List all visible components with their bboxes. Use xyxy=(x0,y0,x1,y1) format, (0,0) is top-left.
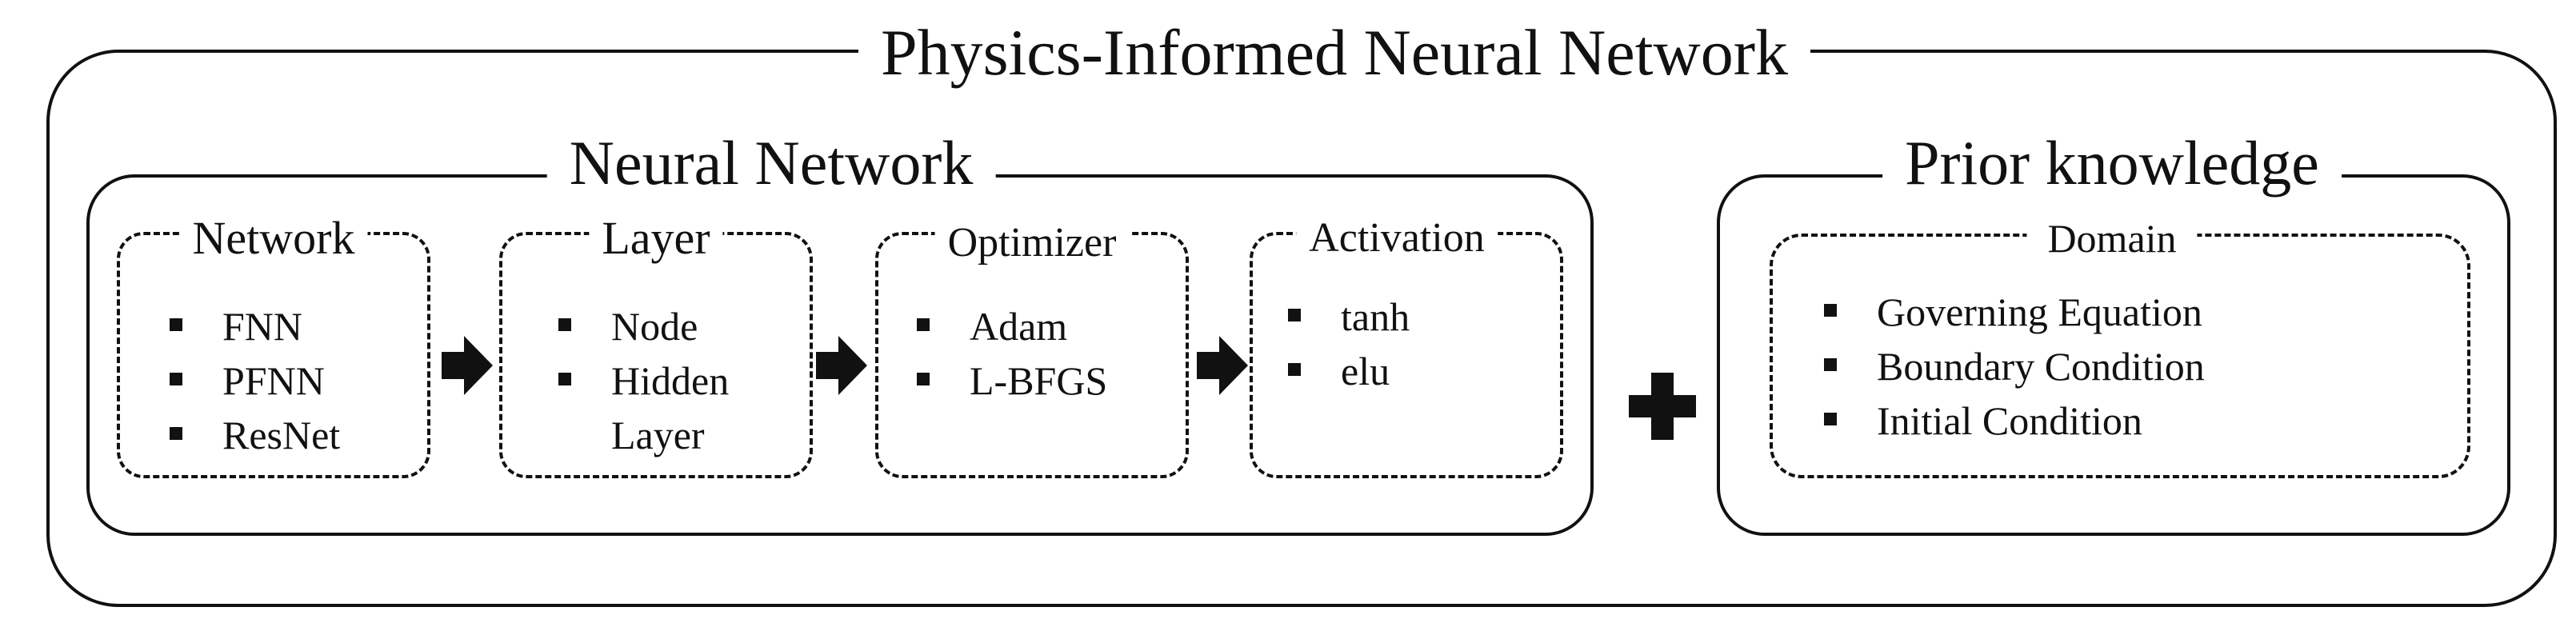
list-item: tanh xyxy=(1288,290,1410,344)
right-arrow-icon xyxy=(1197,336,1248,395)
network-list: FNN PFNN ResNet xyxy=(170,299,340,462)
list-item: ResNet xyxy=(170,408,340,462)
network-card-title: Network xyxy=(179,215,368,262)
list-item: elu xyxy=(1288,344,1410,398)
plus-icon xyxy=(1629,373,1696,440)
list-item: FNN xyxy=(170,299,340,353)
prior-knowledge-title: Prior knowledge xyxy=(1882,132,2342,194)
optimizer-list: Adam L-BFGS xyxy=(917,299,1107,408)
list-item: PFNN xyxy=(170,353,340,408)
list-item: Boundary Condition xyxy=(1824,339,2205,393)
right-arrow-icon xyxy=(442,336,493,395)
domain-card-title: Domain xyxy=(2026,218,2198,258)
list-item: Adam xyxy=(917,299,1107,353)
pinn-title: Physics-Informed Neural Network xyxy=(858,20,1811,86)
activation-list: tanh elu xyxy=(1288,290,1410,398)
list-item: Node xyxy=(558,299,798,353)
layer-card-title: Layer xyxy=(589,215,723,262)
domain-list: Governing Equation Boundary Condition In… xyxy=(1824,285,2205,448)
layer-list: Node Hidden Layer xyxy=(558,299,798,462)
right-arrow-icon xyxy=(816,336,867,395)
list-item: Governing Equation xyxy=(1824,285,2205,339)
list-item: L-BFGS xyxy=(917,353,1107,408)
list-item: Hidden Layer xyxy=(558,353,755,462)
activation-card-title: Activation xyxy=(1296,218,1498,259)
optimizer-card-title: Optimizer xyxy=(934,222,1130,264)
list-item: Initial Condition xyxy=(1824,393,2205,448)
neural-network-title: Neural Network xyxy=(546,132,996,194)
